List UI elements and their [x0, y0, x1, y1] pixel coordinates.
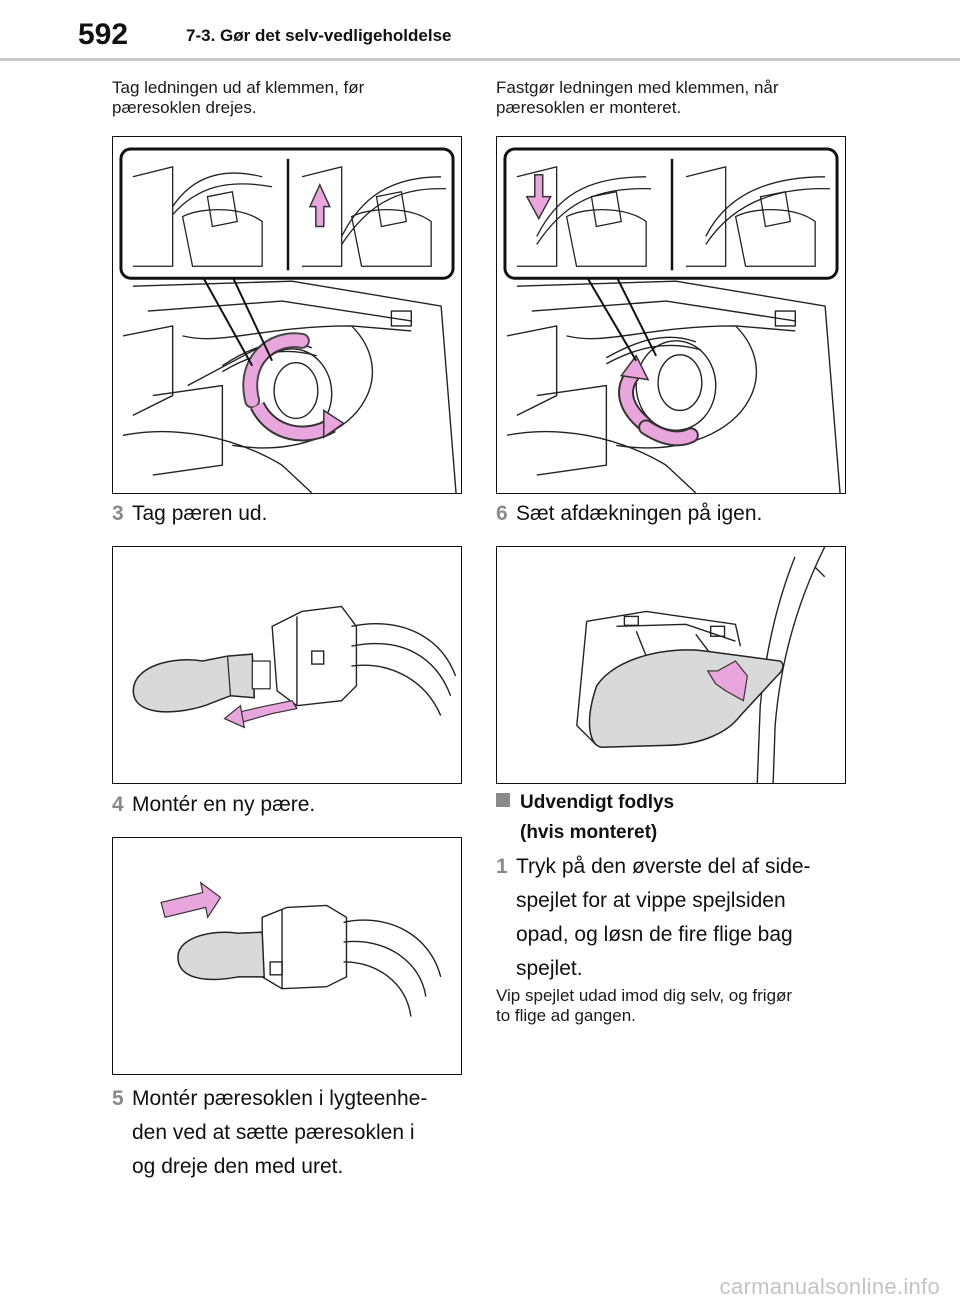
figure-clip-wire: [496, 136, 846, 494]
left-intro-line: Tag ledningen ud af klemmen, før: [112, 78, 365, 97]
left-intro-note: Tag ledningen ud af klemmen, før pæresok…: [112, 78, 462, 118]
figure-install-bulb: [112, 837, 462, 1075]
step-number: 6: [496, 502, 508, 525]
step-text: Sæt afdækningen på igen.: [516, 502, 763, 525]
right-tip-note: Vip spejlet udad imod dig selv, og frigø…: [496, 986, 856, 1026]
right-intro-line: Fastgør ledningen med klemmen, når: [496, 78, 779, 97]
step-text-line: Tryk på den øverste del af side-: [516, 855, 811, 878]
step-text: Montér pæresoklen i lygteenhe- den ved a…: [132, 1082, 427, 1184]
left-intro-line: pæresoklen drejes.: [112, 98, 257, 117]
step-text-line: spejlet for at vippe spejlsiden: [516, 889, 786, 912]
illustration-clip-wire: [503, 147, 841, 493]
step-1: 1 Tryk på den øverste del af side- spejl…: [496, 850, 846, 986]
step-number: 4: [112, 793, 124, 816]
illustration-install-bulb: [160, 881, 442, 1017]
step-number: 1: [496, 855, 508, 878]
section-title-line: Udvendigt fodlys: [520, 792, 675, 813]
step-text: Tryk på den øverste del af side- spejlet…: [516, 850, 811, 986]
step-text: Montér en ny pære.: [132, 793, 316, 816]
step-text-line: og dreje den med uret.: [132, 1155, 344, 1178]
step-text-line: Montér pæresoklen i lygteenhe-: [132, 1087, 428, 1110]
step-text-line: den ved at sætte pæresoklen i: [132, 1121, 415, 1144]
step-text-line: opad, og løsn de fire flige bag: [516, 923, 793, 946]
step-text-line: spejlet.: [516, 957, 583, 980]
step-number: 3: [112, 502, 124, 525]
section-title-line: (hvis monteret): [520, 822, 658, 843]
step-4: 4 Montér en ny pære.: [112, 788, 462, 822]
right-intro-line: pæresoklen er monteret.: [496, 98, 682, 117]
step-text: Tag pæren ud.: [132, 502, 268, 525]
figure-remove-bulb: [112, 546, 462, 784]
illustration-remove-bulb: [132, 605, 457, 729]
illustration-unclip-wire: [119, 147, 457, 493]
illustration-refit-cover: [576, 547, 826, 783]
page-number: 592: [78, 18, 129, 51]
step-6: 6 Sæt afdækningen på igen.: [496, 497, 846, 531]
step-3: 3 Tag pæren ud.: [112, 497, 462, 531]
header-divider: [0, 58, 960, 61]
figure-unclip-wire: [112, 136, 462, 494]
section-heading: Udvendigt fodlys (hvis monteret): [496, 788, 846, 848]
tip-line: Vip spejlet udad imod dig selv, og frigø…: [496, 986, 793, 1005]
section-bullet-icon: [496, 793, 510, 807]
tip-line: to flige ad gangen.: [496, 1006, 636, 1025]
figure-refit-cover: [496, 546, 846, 784]
step-number: 5: [112, 1087, 124, 1110]
step-5: 5 Montér pæresoklen i lygteenhe- den ved…: [112, 1082, 462, 1184]
chapter-title: 7-3. Gør det selv-vedligeholdelse: [186, 26, 452, 45]
right-intro-note: Fastgør ledningen med klemmen, når pæres…: [496, 78, 846, 118]
watermark: carmanualsonline.info: [719, 1274, 940, 1299]
